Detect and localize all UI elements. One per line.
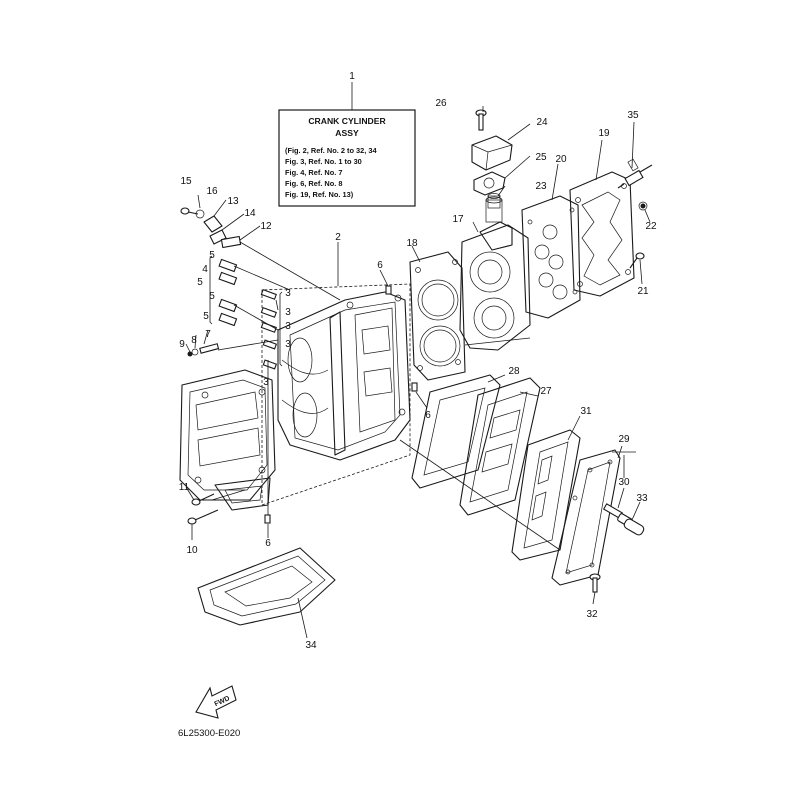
exhaust-outer-cover-part [551, 449, 621, 586]
callout-7: 7 [205, 329, 211, 340]
callout-16: 16 [206, 186, 218, 197]
plug-22-part [638, 201, 648, 211]
stud-3b-part [260, 307, 277, 318]
callout-3d: 3 [285, 339, 291, 350]
thermostat-part [487, 193, 501, 209]
callout-8: 8 [191, 335, 197, 346]
callout-3e: 3 [263, 377, 269, 388]
bolt-32-part [589, 573, 601, 593]
bolt-15-part [180, 207, 199, 215]
legend-line-3: Fig. 4, Ref. No. 7 [285, 168, 343, 177]
stud-3e-part [262, 359, 278, 370]
crankcase-cover-part [179, 369, 276, 511]
callout-18: 18 [406, 238, 418, 249]
crankcase-part [277, 291, 411, 461]
dowel-6a-part [385, 285, 392, 295]
callout-24: 24 [536, 117, 548, 128]
legend-title-line2: ASSY [335, 128, 359, 138]
washer-16-part [195, 209, 205, 219]
callout-26: 26 [435, 98, 447, 109]
temperature-sensor-part [617, 158, 653, 189]
callout-9: 9 [179, 339, 185, 350]
callout-28: 28 [508, 366, 520, 377]
stud-7-part [199, 343, 220, 354]
forward-arrow-icon: FWD [195, 685, 237, 719]
callout-5c: 5 [209, 291, 215, 302]
callout-2: 2 [335, 232, 341, 243]
bottom-gasket-part [197, 547, 336, 626]
callout-35: 35 [627, 110, 639, 121]
stud-3a-part [260, 289, 277, 300]
callout-1: 1 [349, 71, 355, 82]
legend-box: CRANK CYLINDER ASSY (Fig. 2, Ref. No. 2 … [278, 109, 416, 207]
legend-line-5: Fig. 19, Ref. No. 13) [285, 190, 354, 199]
callout-22: 22 [645, 221, 657, 232]
exhaust-gasket-outer-part [411, 374, 501, 489]
dowel-6b-part [411, 382, 418, 392]
washer-8-part [191, 348, 199, 356]
legend-line-4: Fig. 6, Ref. No. 8 [285, 179, 343, 188]
callout-5d: 5 [203, 311, 209, 322]
callout-11: 11 [179, 482, 190, 493]
callout-34: 34 [305, 640, 317, 651]
callout-6b: 6 [425, 410, 431, 421]
legend-line-2: Fig. 3, Ref. No. 1 to 30 [285, 157, 362, 166]
leader-lines [185, 82, 651, 639]
part-14 [209, 229, 227, 245]
bolt-10-part [187, 509, 219, 525]
bushing-4-part [218, 271, 238, 286]
callout-5b: 5 [197, 277, 203, 288]
callout-29: 29 [618, 434, 630, 445]
thermostat-gasket-part [473, 171, 506, 196]
legend-box-frame [278, 109, 416, 207]
bushing-5c-part [218, 298, 238, 313]
callout-20: 20 [555, 154, 567, 165]
callout-3a: 3 [285, 288, 291, 299]
part-12 [220, 235, 242, 249]
thermostat-cover-part [471, 135, 513, 171]
legend-title-line1: CRANK CYLINDER [308, 116, 386, 126]
callout-5a: 5 [209, 250, 215, 261]
exhaust-inner-cover-part [459, 377, 541, 516]
assembly-bracket [261, 283, 411, 506]
callout-25: 25 [535, 152, 547, 163]
bolt-21-part [629, 252, 645, 269]
bushing-5d-part [218, 312, 238, 327]
pin-33-part [623, 518, 645, 536]
diagram-code: 6L25300-E020 [178, 728, 240, 739]
callout-30: 30 [618, 477, 630, 488]
legend-line-1: (Fig. 2, Ref. No. 2 to 32, 34 [285, 146, 377, 155]
callout-6c: 6 [265, 538, 271, 549]
bracket-13-part [203, 215, 223, 233]
callout-32: 32 [586, 609, 598, 620]
bushing-5a-part [218, 258, 238, 273]
callout-labels: 1 2 3 3 3 3 3 4 5 5 5 5 6 6 6 7 8 9 10 1… [179, 71, 657, 651]
head-gasket-part [409, 251, 466, 381]
callout-27: 27 [540, 386, 552, 397]
callout-3b: 3 [285, 307, 291, 318]
callout-15: 15 [180, 176, 192, 187]
callout-3c: 3 [285, 321, 291, 332]
callout-23: 23 [535, 181, 547, 192]
callout-6a: 6 [377, 260, 383, 271]
head-cover-gasket-part [521, 195, 581, 319]
callout-13: 13 [227, 196, 239, 207]
callout-4: 4 [202, 264, 208, 275]
callout-10: 10 [186, 545, 198, 556]
callout-31: 31 [580, 406, 592, 417]
bolt-11-part [191, 493, 215, 506]
dowel-6c-part [264, 514, 271, 524]
callout-14: 14 [244, 208, 256, 219]
bolt-26-part [475, 109, 487, 131]
nut-9-part [187, 351, 193, 357]
callout-12: 12 [260, 221, 272, 232]
callout-17: 17 [452, 214, 464, 225]
callout-33: 33 [636, 493, 648, 504]
callout-19: 19 [598, 128, 610, 139]
callout-21: 21 [637, 286, 649, 297]
cylinder-head-part [459, 196, 531, 351]
